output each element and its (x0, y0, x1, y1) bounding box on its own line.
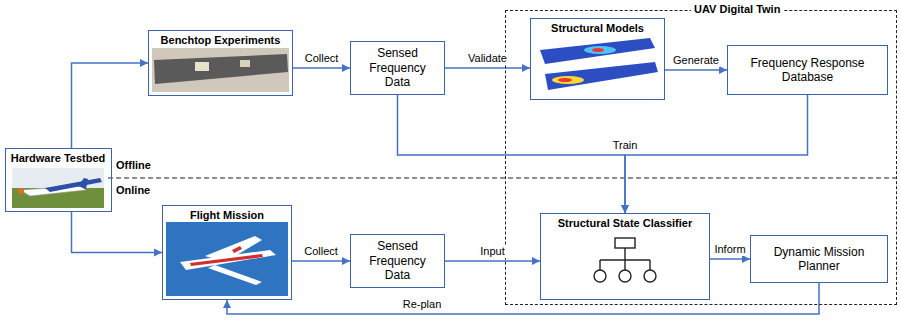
flow-label: Input (479, 245, 505, 258)
flow-label: Validate (467, 52, 508, 65)
box-label: Sensed Frequency Data (355, 46, 440, 89)
photo-ground (152, 48, 289, 92)
flow-arrow (625, 95, 808, 213)
fuselage-stripe (190, 254, 263, 266)
wing-mode-shape (540, 38, 655, 64)
database-box: Frequency Response Database (727, 45, 888, 95)
sensor-patch (195, 62, 209, 71)
strain-hotspot (552, 76, 584, 84)
flow-label: Collect (303, 245, 339, 258)
box-label: Structural State Classifier (558, 217, 693, 230)
testbed-photo (12, 168, 104, 208)
phase-label: Offline (116, 159, 151, 172)
flow-label: Train (612, 139, 639, 152)
tree-branch (624, 248, 625, 260)
flow-label: Collect (304, 52, 340, 65)
tree-leaf (644, 270, 656, 282)
flow-arrow (665, 69, 727, 71)
photo-sky (12, 168, 104, 188)
plane-wing (208, 265, 262, 285)
box-label: Dynamic Mission Planner (755, 245, 883, 274)
box-label: Hardware Testbed (11, 152, 106, 165)
region-title: UAV Digital Twin (691, 3, 783, 16)
wing-mode-shape (545, 62, 658, 90)
wing-stripe (232, 246, 242, 253)
classifier-icon (594, 238, 656, 282)
model-box: Structural Models (530, 18, 665, 100)
box-label: Structural Models (551, 22, 644, 35)
plane-nose (18, 188, 24, 194)
plane-wing (45, 178, 102, 192)
flow-label: Re-plan (402, 298, 443, 311)
experiment-box: Benchtop Experiments (148, 30, 293, 96)
flight-photo (166, 222, 288, 296)
data-box: Sensed Frequency Data (350, 41, 445, 95)
flow-arrow (72, 63, 149, 148)
box-label: Benchtop Experiments (161, 34, 281, 47)
classifier-box: Structural State Classifier (540, 213, 710, 300)
benchtop-photo (152, 48, 289, 92)
tree-branch (599, 260, 600, 270)
tree-root (615, 238, 635, 248)
strain-hotspot (592, 48, 604, 52)
tree-branch (624, 260, 625, 270)
tree-leaf (619, 270, 631, 282)
box-label: Frequency Response Database (732, 56, 883, 85)
flow-arrow (710, 258, 750, 260)
strain-hotspot (558, 78, 572, 82)
offline-online-divider (108, 177, 897, 178)
plane-tail (78, 178, 88, 189)
box-label: Sensed Frequency Data (355, 239, 440, 282)
photo-sky (166, 222, 288, 296)
wing-specimen (154, 54, 288, 84)
flow-arrow (445, 67, 530, 69)
sensor-patch (240, 60, 250, 67)
data-box: Sensed Frequency Data (350, 234, 445, 288)
planner-box: Dynamic Mission Planner (750, 235, 888, 283)
strain-hotspot (584, 46, 616, 54)
flow-arrow (445, 260, 540, 262)
phase-label: Online (116, 184, 150, 197)
flow-arrow (293, 67, 350, 69)
tree-branch (649, 260, 650, 270)
mission-box: Flight Mission (162, 205, 292, 300)
structural-model-render (540, 38, 658, 90)
tree-leaf (594, 270, 606, 282)
flow-arrow (227, 283, 819, 314)
flow-label: Inform (713, 243, 746, 256)
flow-arrow (292, 260, 350, 262)
flow-arrow (398, 95, 626, 213)
flow-label: Generate (672, 54, 720, 67)
box-label: Flight Mission (190, 209, 264, 222)
flow-arrow (72, 212, 163, 253)
testbed-box: Hardware Testbed (5, 148, 112, 212)
